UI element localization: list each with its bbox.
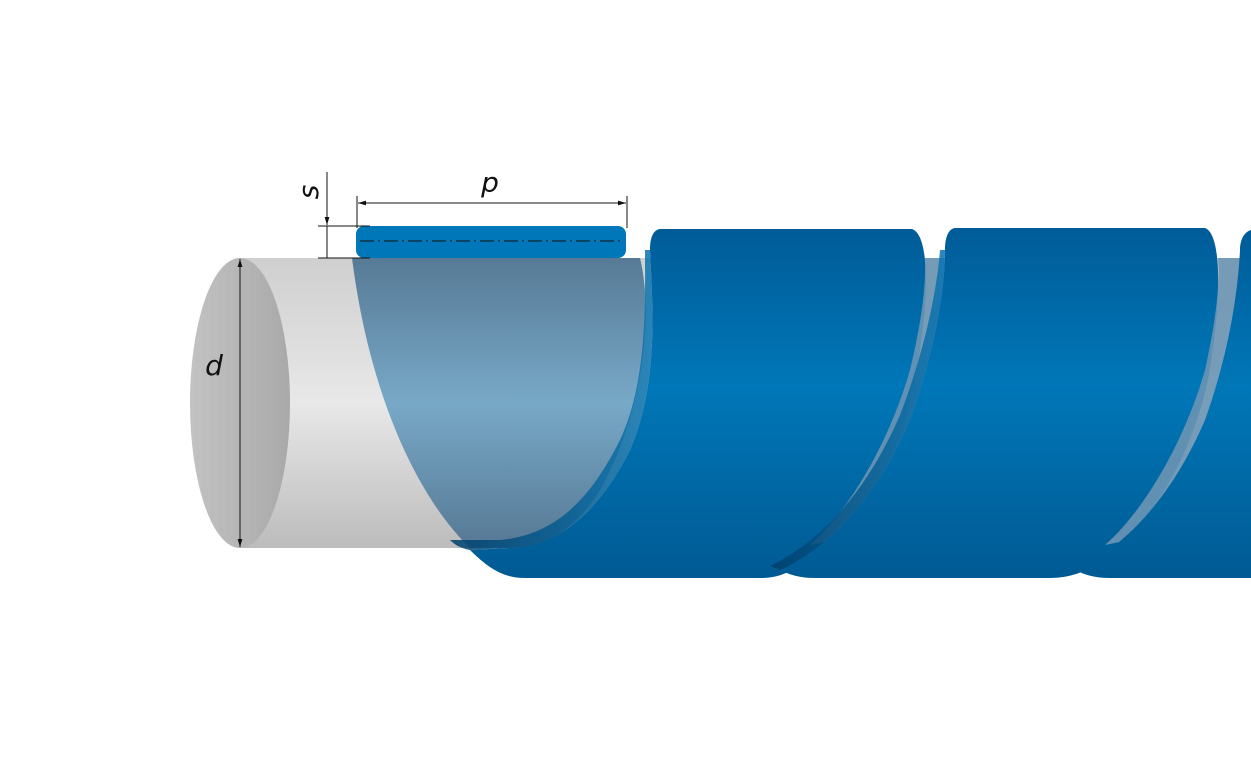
pitch-label: p (480, 166, 499, 199)
spiral-wrap (352, 226, 1251, 578)
spiral-turn-3 (1075, 230, 1251, 578)
dimension-diameter: d (205, 259, 243, 547)
spiral-turn-1-edge (450, 250, 653, 550)
spiral-section-profile (356, 226, 626, 258)
spiral-turn-2-edge (770, 250, 945, 570)
dimension-pitch: p (356, 166, 628, 228)
diameter-label: d (205, 349, 223, 382)
dimension-thickness: s (292, 172, 370, 259)
spiral-first-turn (352, 258, 646, 548)
thickness-label: s (292, 185, 325, 200)
spiral-turn-1 (470, 229, 926, 578)
spiral-turn-2 (780, 228, 1219, 578)
